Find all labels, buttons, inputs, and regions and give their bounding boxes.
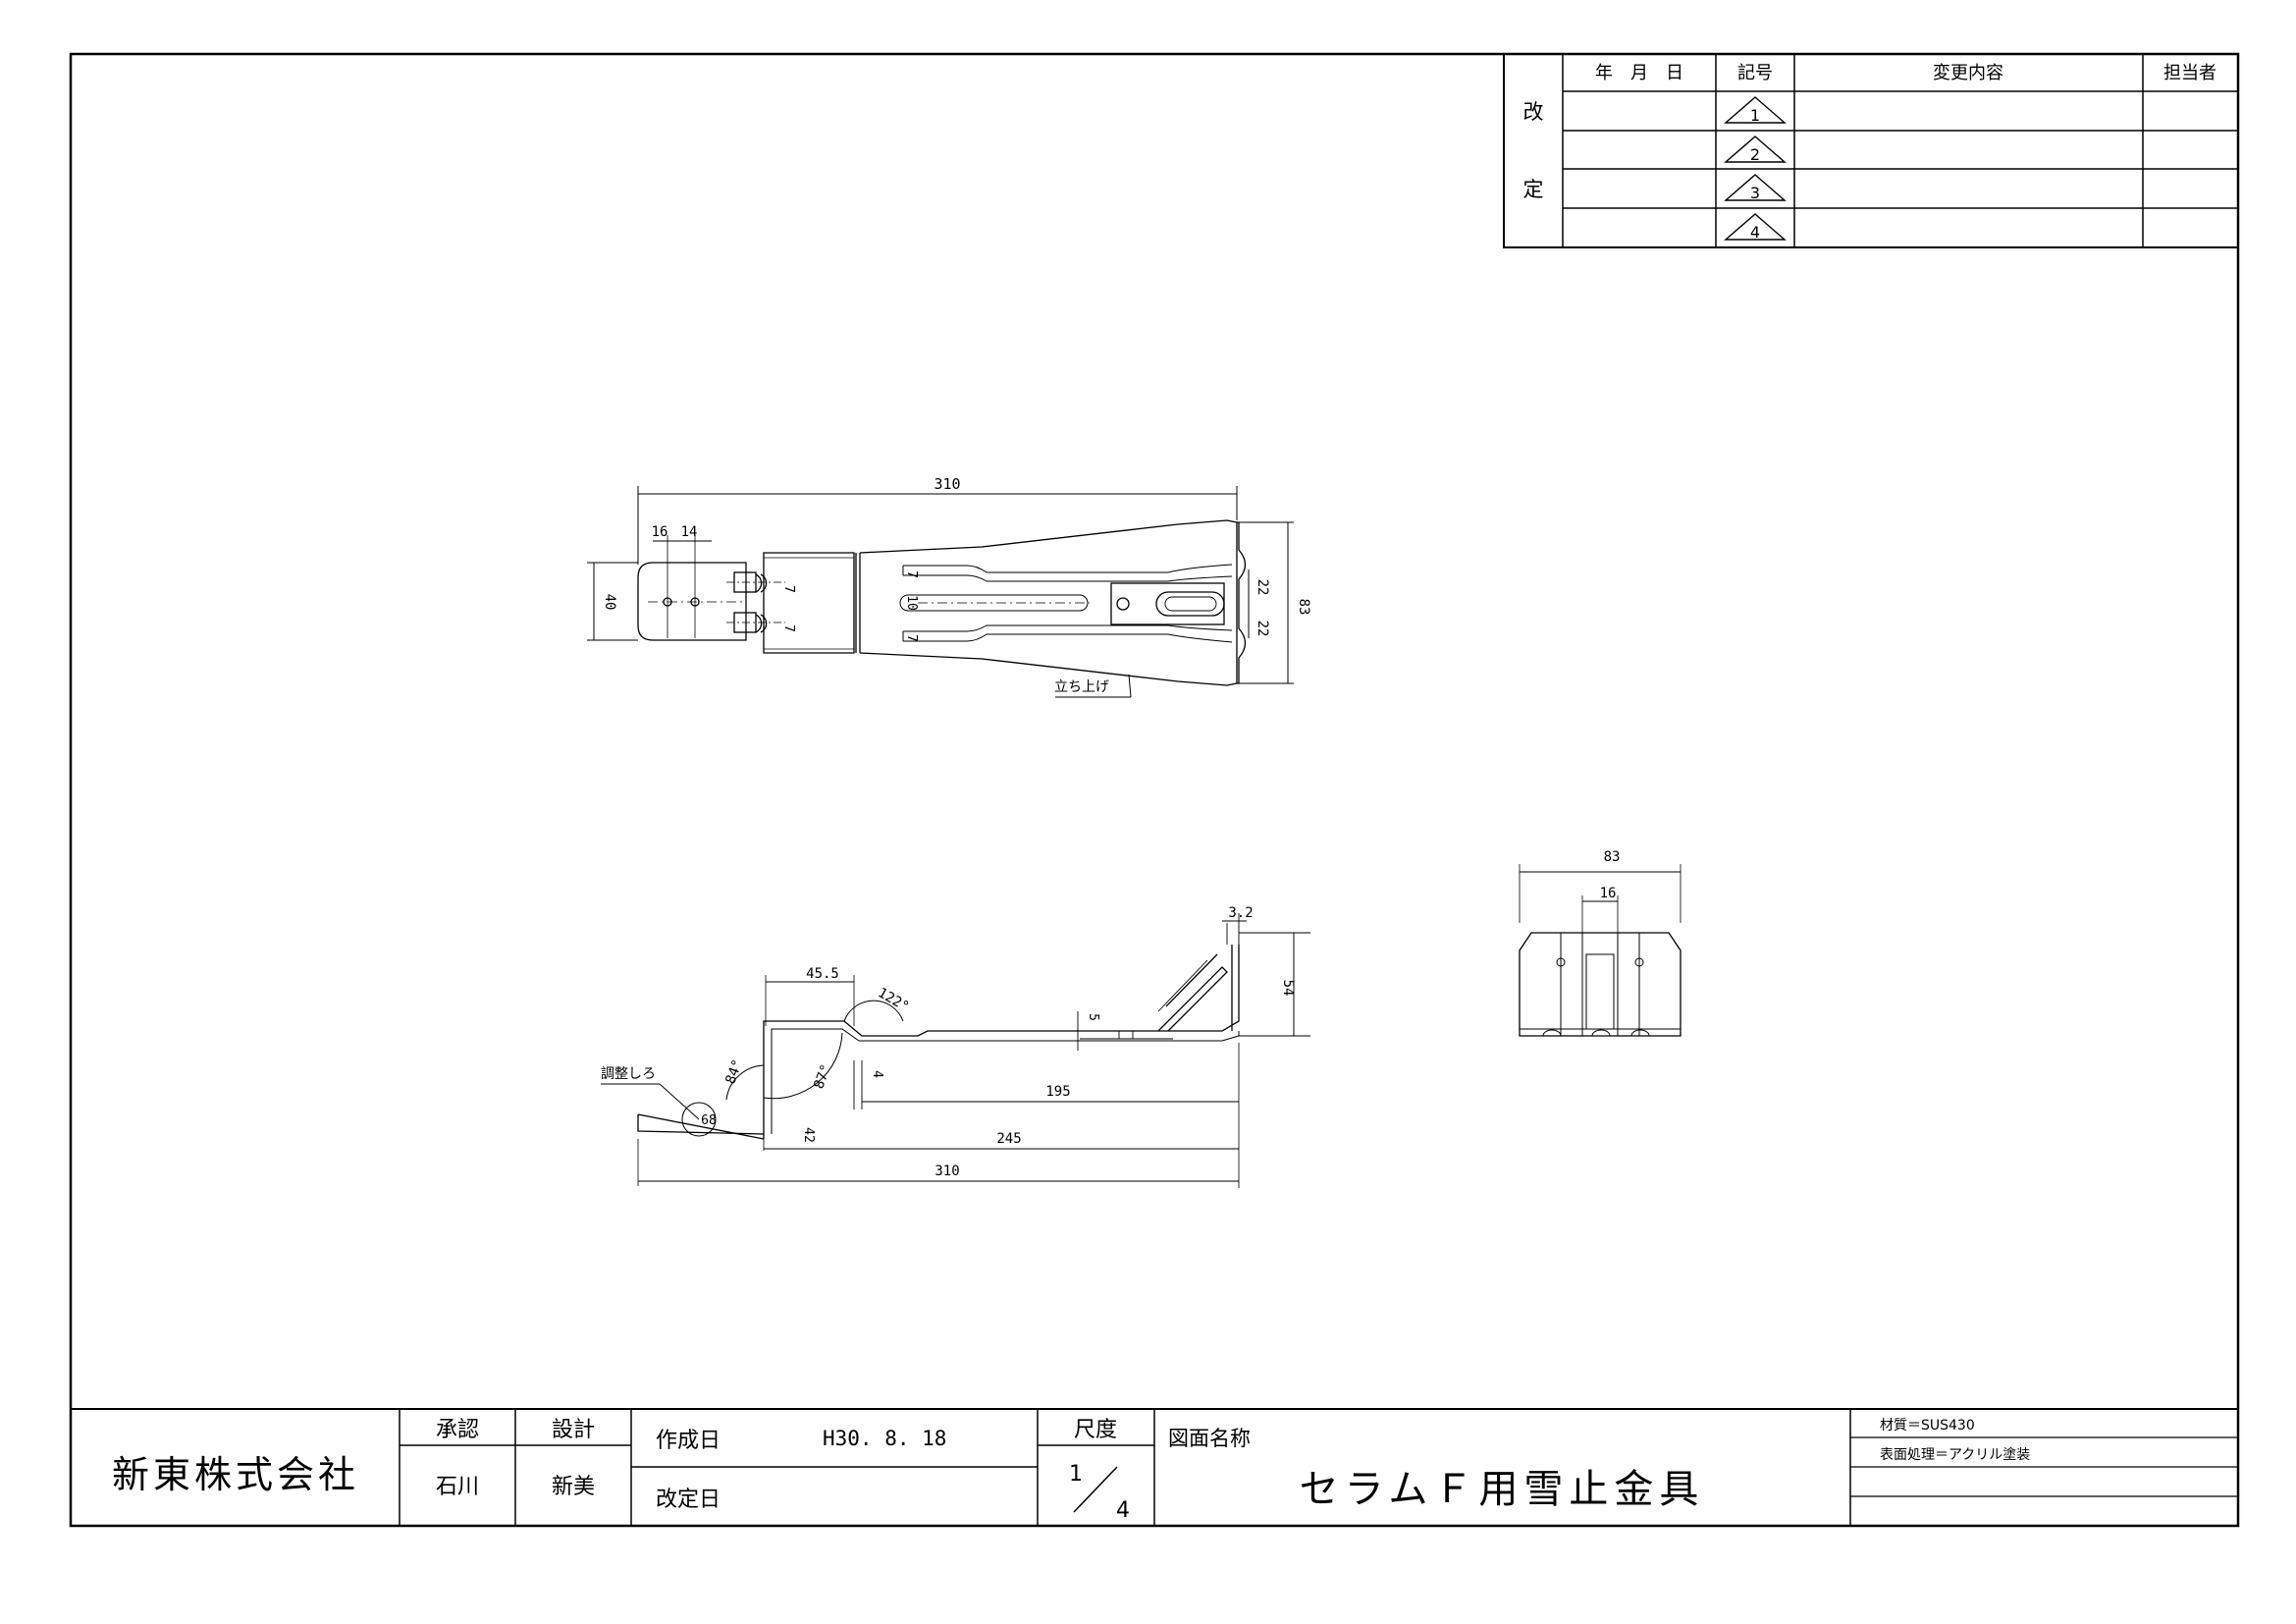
plan-dim-7-c: 7 [904,570,919,578]
plan-dim-16: 16 [652,524,668,540]
revision-mark-4-label: 4 [1750,223,1760,242]
plan-dim-83: 83 [1296,599,1311,616]
material-spec: 材質＝SUS430 [1880,1418,1975,1434]
front-view: 83 16 [1519,849,1682,1037]
title-block: 新東株式会社 承認 設計 石川 新美 作成日 H30. 8. 18 改定日 尺度… [71,1408,2238,1526]
design-label: 設計 [552,1418,595,1442]
company-name: 新東株式会社 [112,1453,359,1496]
plan-dim-7-a: 7 [781,585,796,593]
revision-mark-1: 1 [1724,96,1787,125]
drawing-name-label: 図面名称 [1168,1427,1251,1450]
surface-treatment: 表面処理＝アクリル塗装 [1880,1446,2030,1463]
created-date-label: 作成日 [656,1429,721,1453]
plan-dim-7-b: 7 [781,624,796,632]
drawing-name: セラムＦ用雪止金具 [1300,1467,1705,1512]
revision-mark-2-label: 2 [1750,145,1760,164]
scale-slash [1073,1466,1118,1513]
revision-side-label-1: 改 [1523,100,1544,124]
revision-mark-1-label: 1 [1750,106,1760,125]
revision-mark-2: 2 [1724,135,1787,164]
plan-dim-22-bottom: 22 [1255,621,1270,637]
revision-side-label-2: 定 [1523,178,1544,201]
side-dim-245: 245 [996,1131,1021,1147]
plan-dim-22-top: 22 [1255,579,1270,596]
side-view: 45.5 122° 5 3.2 54 84° 87° [601,905,1310,1188]
side-dim-3-2: 3.2 [1228,905,1253,921]
revision-header-date: 年 月 日 [1595,63,1683,83]
revision-mark-3: 3 [1724,174,1787,202]
revised-date-label: 改定日 [656,1488,721,1512]
revision-header-mark: 記号 [1737,63,1773,83]
side-dim-310: 310 [934,1164,959,1179]
side-adjust-label: 調整しろ [601,1066,656,1082]
approve-label: 承認 [436,1418,479,1442]
scale-numerator: 1 [1069,1462,1083,1487]
created-date-value: H30. 8. 18 [823,1427,946,1450]
side-dim-45-5: 45.5 [806,966,839,982]
revision-mark-4: 4 [1724,213,1787,242]
side-dim-5: 5 [1086,1013,1100,1021]
revision-header-content: 変更内容 [1933,63,2003,83]
front-dim-16: 16 [1600,886,1617,901]
plan-dim-40: 40 [602,594,617,611]
approver-name: 石川 [436,1475,479,1499]
scale-denominator: 4 [1116,1498,1130,1523]
plan-dim-310: 310 [934,475,960,493]
side-dim-42: 42 [801,1127,816,1143]
side-dim-195: 195 [1045,1084,1070,1100]
plan-dim-7-d: 7 [904,634,919,642]
side-angle-122: 122° [875,985,911,1015]
side-dim-68: 68 [701,1113,717,1128]
sheet-border [69,52,2240,1528]
revision-table: 改 定 年 月 日 記号 変更内容 担当者 1 2 3 4 [1503,53,2239,248]
side-angle-87: 87° [811,1062,834,1091]
front-dim-83: 83 [1604,849,1621,865]
plan-callout-raise: 立ち上げ [1054,679,1109,695]
plan-dim-10: 10 [904,595,919,611]
revision-header-person: 担当者 [2163,63,2216,83]
scale-label: 尺度 [1074,1418,1117,1442]
designer-name: 新美 [552,1475,595,1499]
side-dim-4: 4 [870,1070,884,1078]
revision-mark-3-label: 3 [1750,184,1760,202]
plan-view: 310 16 14 40 7 7 [587,475,1311,698]
plan-dim-14: 14 [681,524,698,540]
side-dim-54: 54 [1280,980,1296,997]
side-angle-84: 84° [722,1057,746,1086]
